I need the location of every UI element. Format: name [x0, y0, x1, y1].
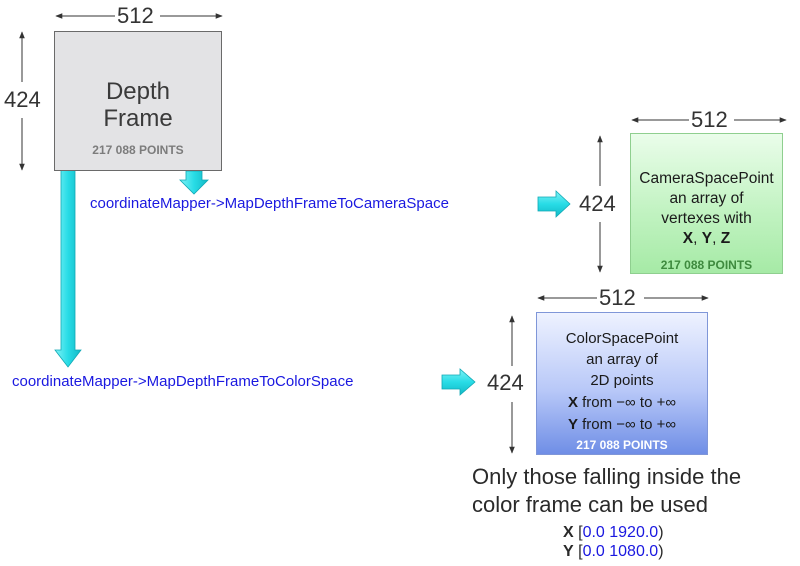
note-line2: color frame can be used	[472, 492, 709, 517]
color-space-line2: an array of	[586, 351, 658, 368]
camera-width-label: 512	[689, 107, 730, 132]
color-space-points: 217 088 POINTS	[576, 438, 668, 452]
color-space-y-range: Y from −∞ to +∞	[537, 415, 707, 434]
camera-height-label: 424	[577, 191, 618, 216]
range-x-values: 0.0 1920.0	[582, 524, 659, 541]
range-y-close: )	[658, 543, 664, 560]
color-height-label: 424	[485, 370, 526, 395]
right-arrow-to-camera-icon	[537, 190, 571, 218]
down-arrow-to-camera-icon	[179, 170, 209, 195]
depth-width-label: 512	[115, 3, 156, 28]
color-space-box: ColorSpacePoint an array of 2D points X …	[536, 312, 708, 455]
range-x-close: )	[658, 524, 664, 541]
depth-frame-title: Depth Frame	[55, 78, 221, 132]
range-x-open: [	[573, 524, 583, 541]
range-y-label: Y	[563, 543, 574, 560]
depth-height-label: 424	[2, 87, 43, 112]
depth-frame-points: 217 088 POINTS	[92, 143, 184, 157]
camera-space-xyz: X, Y, Z	[631, 229, 782, 249]
y-valid-range: Y [0.0 1080.0)	[563, 543, 664, 561]
color-x-range-text: from −∞ to +∞	[577, 394, 677, 411]
color-space-x-range: X from −∞ to +∞	[537, 393, 707, 412]
camera-space-line3: vertexes with	[661, 210, 752, 227]
camera-x-label: X	[682, 230, 694, 247]
camera-space-box: CameraSpacePoint an array of vertexes wi…	[630, 133, 783, 274]
depth-frame-box: Depth Frame 217 088 POINTS	[54, 31, 222, 171]
map-to-camera-function: coordinateMapper->MapDepthFrameToCameraS…	[90, 195, 449, 212]
camera-space-points: 217 088 POINTS	[660, 258, 753, 272]
range-y-values: 0.0 1080.0	[582, 543, 659, 560]
map-to-color-function: coordinateMapper->MapDepthFrameToColorSp…	[12, 373, 354, 390]
right-arrow-to-color-icon	[441, 368, 476, 396]
x-valid-range: X [0.0 1920.0)	[563, 524, 664, 542]
camera-sep2: ,	[712, 230, 721, 247]
range-y-open: [	[573, 543, 583, 560]
depth-frame-title-line1: Depth	[105, 78, 171, 105]
camera-space-line2: an array of	[669, 190, 744, 207]
camera-sep1: ,	[693, 230, 702, 247]
color-width-label: 512	[597, 285, 638, 310]
range-x-label: X	[563, 524, 574, 541]
camera-space-line1: CameraSpacePoint	[639, 170, 774, 187]
note-line1: Only those falling inside the	[472, 464, 742, 489]
depth-frame-title-line2: Frame	[103, 105, 173, 132]
color-x-label: X	[567, 394, 578, 411]
camera-z-label: Z	[720, 230, 731, 247]
color-y-range-text: from −∞ to +∞	[577, 416, 677, 433]
color-space-line1: ColorSpacePoint	[565, 330, 679, 347]
color-space-line3: 2D points	[590, 372, 654, 389]
camera-y-label: Y	[701, 230, 713, 247]
color-y-label: Y	[567, 416, 578, 433]
down-arrow-to-color-icon	[54, 162, 82, 368]
